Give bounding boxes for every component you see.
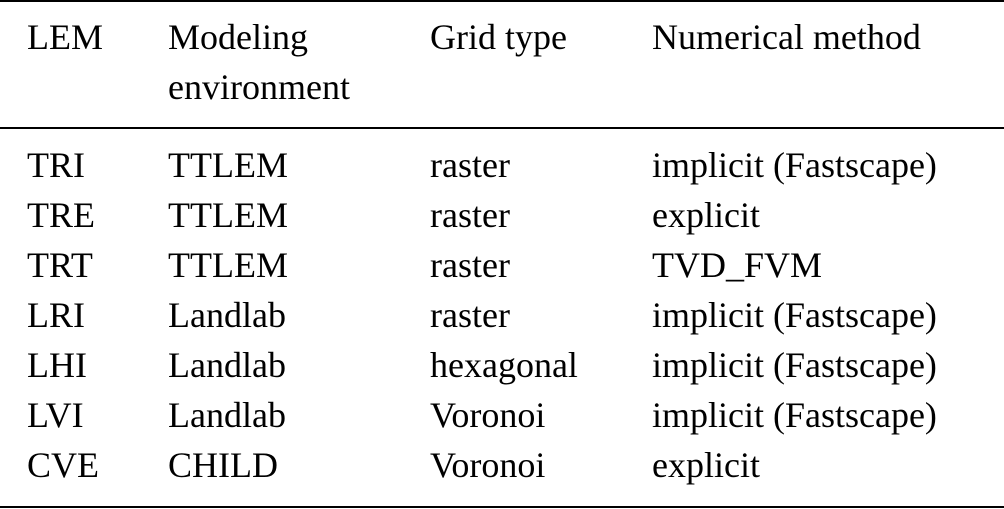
cell-numerical-method: TVD_FVM (652, 245, 823, 285)
cell-grid-type: hexagonal (430, 345, 578, 385)
cell-lem: CVE (27, 445, 99, 485)
cell-numerical-method: explicit (652, 445, 760, 485)
cell-modeling-environment: Landlab (168, 345, 286, 385)
cell-modeling-environment: Landlab (168, 395, 286, 435)
table-top-rule (0, 0, 1004, 2)
cell-grid-type: raster (430, 145, 510, 185)
cell-numerical-method: implicit (Fastscape) (652, 295, 937, 335)
cell-numerical-method: implicit (Fastscape) (652, 395, 937, 435)
cell-numerical-method: implicit (Fastscape) (652, 345, 937, 385)
cell-lem: TRI (27, 145, 85, 185)
cell-modeling-environment: TTLEM (168, 245, 288, 285)
cell-grid-type: Voronoi (430, 445, 546, 485)
cell-lem: TRT (27, 245, 93, 285)
cell-modeling-environment: TTLEM (168, 195, 288, 235)
cell-lem: LRI (27, 295, 85, 335)
cell-modeling-environment: TTLEM (168, 145, 288, 185)
cell-grid-type: raster (430, 195, 510, 235)
cell-modeling-environment: Landlab (168, 295, 286, 335)
cell-numerical-method: implicit (Fastscape) (652, 145, 937, 185)
table-bottom-rule (0, 506, 1004, 508)
column-header-modeling-environment: Modeling environment (168, 17, 350, 107)
column-header-lem: LEM (27, 17, 103, 57)
cell-modeling-environment: CHILD (168, 445, 278, 485)
cell-numerical-method: explicit (652, 195, 760, 235)
column-header-numerical-method: Numerical method (652, 17, 921, 57)
cell-grid-type: Voronoi (430, 395, 546, 435)
cell-grid-type: raster (430, 295, 510, 335)
cell-grid-type: raster (430, 245, 510, 285)
cell-lem: TRE (27, 195, 95, 235)
cell-lem: LVI (27, 395, 84, 435)
cell-lem: LHI (27, 345, 87, 385)
table-header-rule (0, 127, 1004, 129)
column-header-grid-type: Grid type (430, 17, 567, 57)
